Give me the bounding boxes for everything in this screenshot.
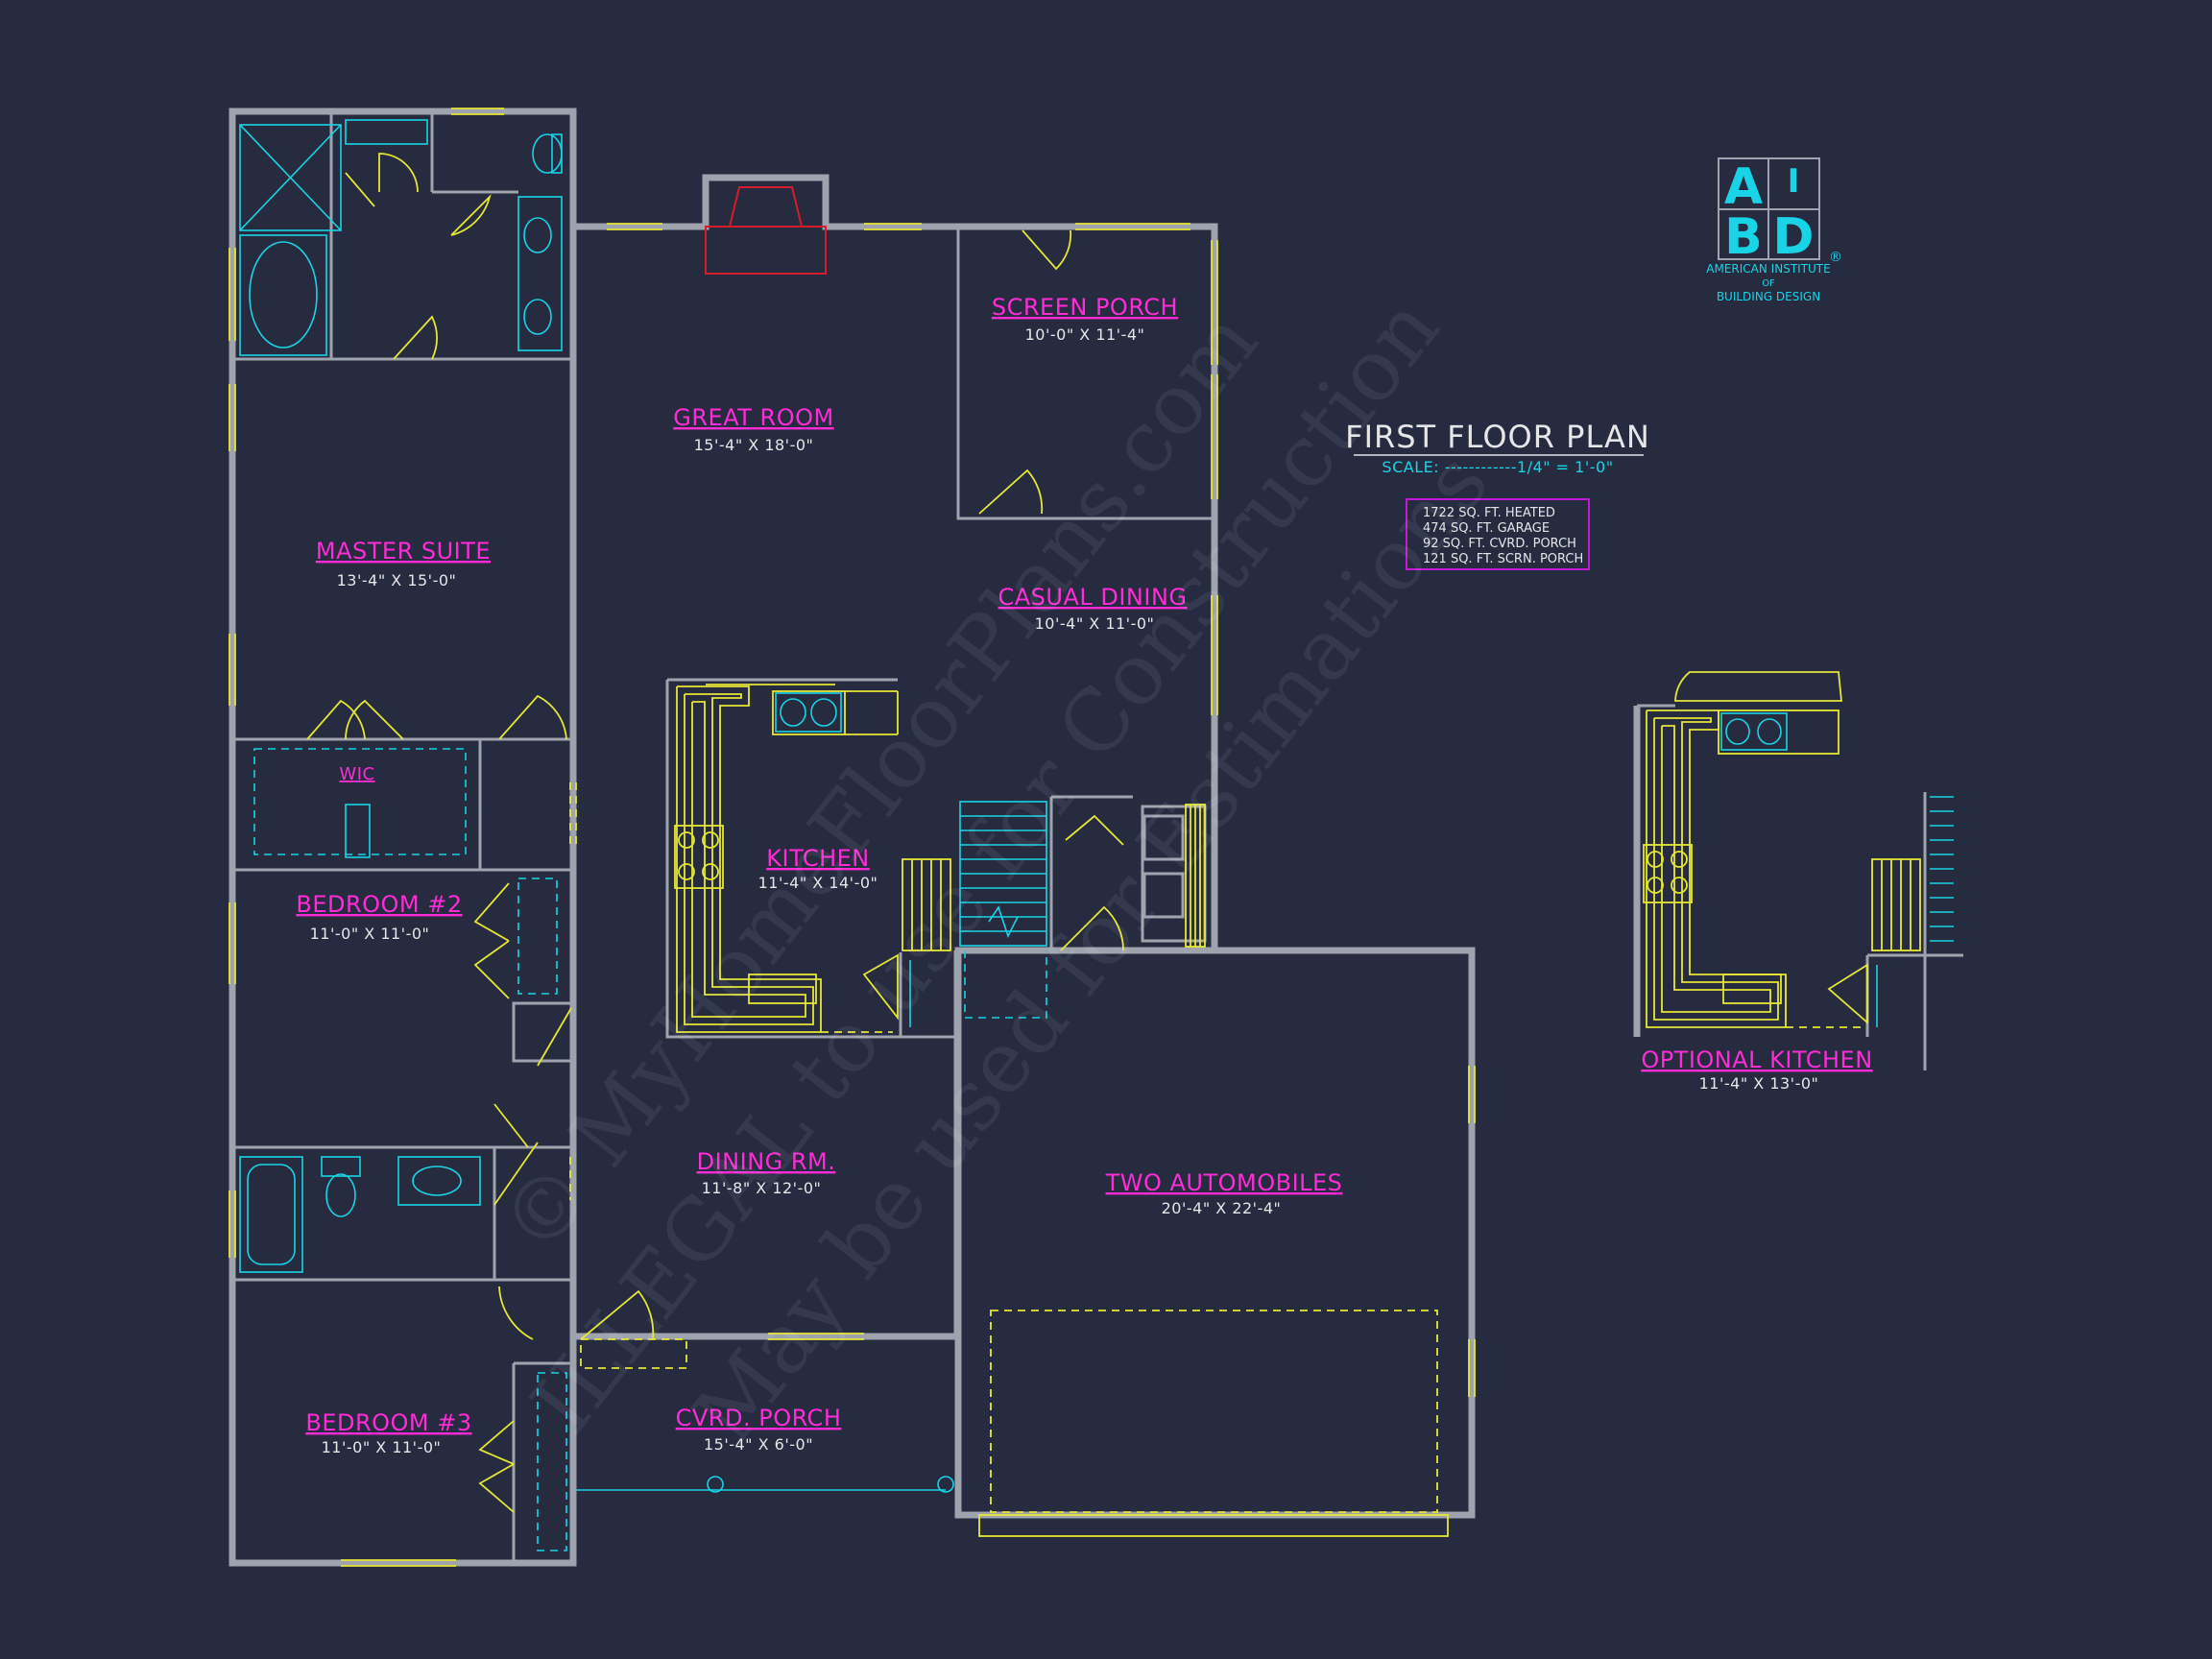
interior-walls — [232, 111, 1214, 1563]
area-summary-box — [1406, 498, 1590, 570]
logo-line-3: BUILDING DESIGN — [1717, 290, 1820, 303]
dim-master-suite: 13'-4" X 15'-0" — [337, 571, 457, 589]
porch-details — [576, 1289, 954, 1493]
exterior-walls — [228, 108, 1476, 1567]
master-bath-fixtures — [239, 119, 563, 360]
dim-casual-dining: 10'-4" X 11'-0" — [1035, 614, 1155, 633]
optional-kitchen-drawing — [1633, 671, 1963, 1070]
logo-letter-b: B — [1724, 208, 1763, 266]
label-great-room: GREAT ROOM — [673, 404, 833, 431]
wic-closet — [253, 694, 567, 858]
dim-optional-kitchen: 11'-4" X 13'-0" — [1699, 1074, 1819, 1093]
label-wic: WIC — [339, 764, 374, 784]
dim-screen-porch: 10'-0" X 11'-4" — [1025, 325, 1145, 344]
garage-door — [978, 1310, 1449, 1537]
label-garage: TWO AUTOMOBILES — [1105, 1169, 1343, 1196]
logo-letter-a: A — [1724, 158, 1763, 216]
dim-garage: 20'-4" X 22'-4" — [1162, 1199, 1282, 1217]
logo-letter-d: D — [1772, 208, 1814, 266]
screen-porch-doors — [978, 229, 1072, 515]
plan-title: FIRST FLOOR PLAN — [1345, 419, 1650, 455]
logo-letter-i: I — [1788, 162, 1800, 201]
stairs — [959, 801, 1047, 1019]
label-casual-dining: CASUAL DINING — [998, 584, 1187, 611]
area-heated: 1722 SQ. FT. HEATED — [1423, 506, 1555, 520]
label-optional-kitchen: OPTIONAL KITCHEN — [1641, 1046, 1872, 1073]
label-dining: DINING RM. — [697, 1148, 836, 1175]
label-bedroom3: BEDROOM #3 — [305, 1409, 471, 1436]
laundry-room — [1060, 804, 1207, 951]
dim-bedroom3: 11'-0" X 11'-0" — [322, 1438, 442, 1456]
logo-line-1: AMERICAN INSTITUTE — [1706, 262, 1830, 276]
watermark: © MyHomeFloorPlans.com ILLEGAL to use fo… — [481, 279, 1507, 1462]
dim-great-room: 15'-4" X 18'-0" — [694, 436, 814, 454]
fireplace — [705, 186, 827, 275]
hall-bath-fixtures — [239, 1103, 539, 1340]
aibd-logo: A I B D ® AMERICAN INSTITUTE OF BUILDING… — [1706, 157, 1842, 303]
area-scrn-porch: 121 SQ. FT. SCRN. PORCH — [1423, 552, 1583, 566]
dim-dining: 11'-8" X 12'-0" — [702, 1179, 822, 1197]
windows — [228, 108, 1476, 1567]
label-porch: CVRD. PORCH — [676, 1405, 842, 1431]
area-cvrd-porch: 92 SQ. FT. CVRD. PORCH — [1423, 537, 1576, 551]
bedroom3-closet — [478, 1372, 567, 1551]
dim-porch: 15'-4" X 6'-0" — [704, 1435, 813, 1454]
label-kitchen: KITCHEN — [766, 845, 870, 872]
title-block: FIRST FLOOR PLAN SCALE: ------------1/4"… — [1345, 419, 1650, 570]
label-bedroom2: BEDROOM #2 — [296, 891, 462, 918]
dim-kitchen: 11'-4" X 14'-0" — [758, 874, 878, 892]
logo-line-2: OF — [1762, 278, 1775, 289]
label-master-suite: MASTER SUITE — [316, 538, 491, 565]
watermark-line-2: ILLEGAL to use for Construction — [512, 279, 1457, 1452]
room-labels: MASTER SUITE 13'-4" X 15'-0" WIC BEDROOM… — [296, 294, 1872, 1456]
bedroom2-closet — [473, 878, 575, 1067]
label-screen-porch: SCREEN PORCH — [992, 294, 1178, 321]
dim-bedroom2: 11'-0" X 11'-0" — [310, 925, 430, 943]
kitchen-counters — [674, 685, 951, 1033]
area-garage: 474 SQ. FT. GARAGE — [1423, 521, 1550, 536]
plan-scale: SCALE: ------------1/4" = 1'-0" — [1382, 458, 1613, 476]
logo-registered-mark: ® — [1829, 250, 1842, 265]
